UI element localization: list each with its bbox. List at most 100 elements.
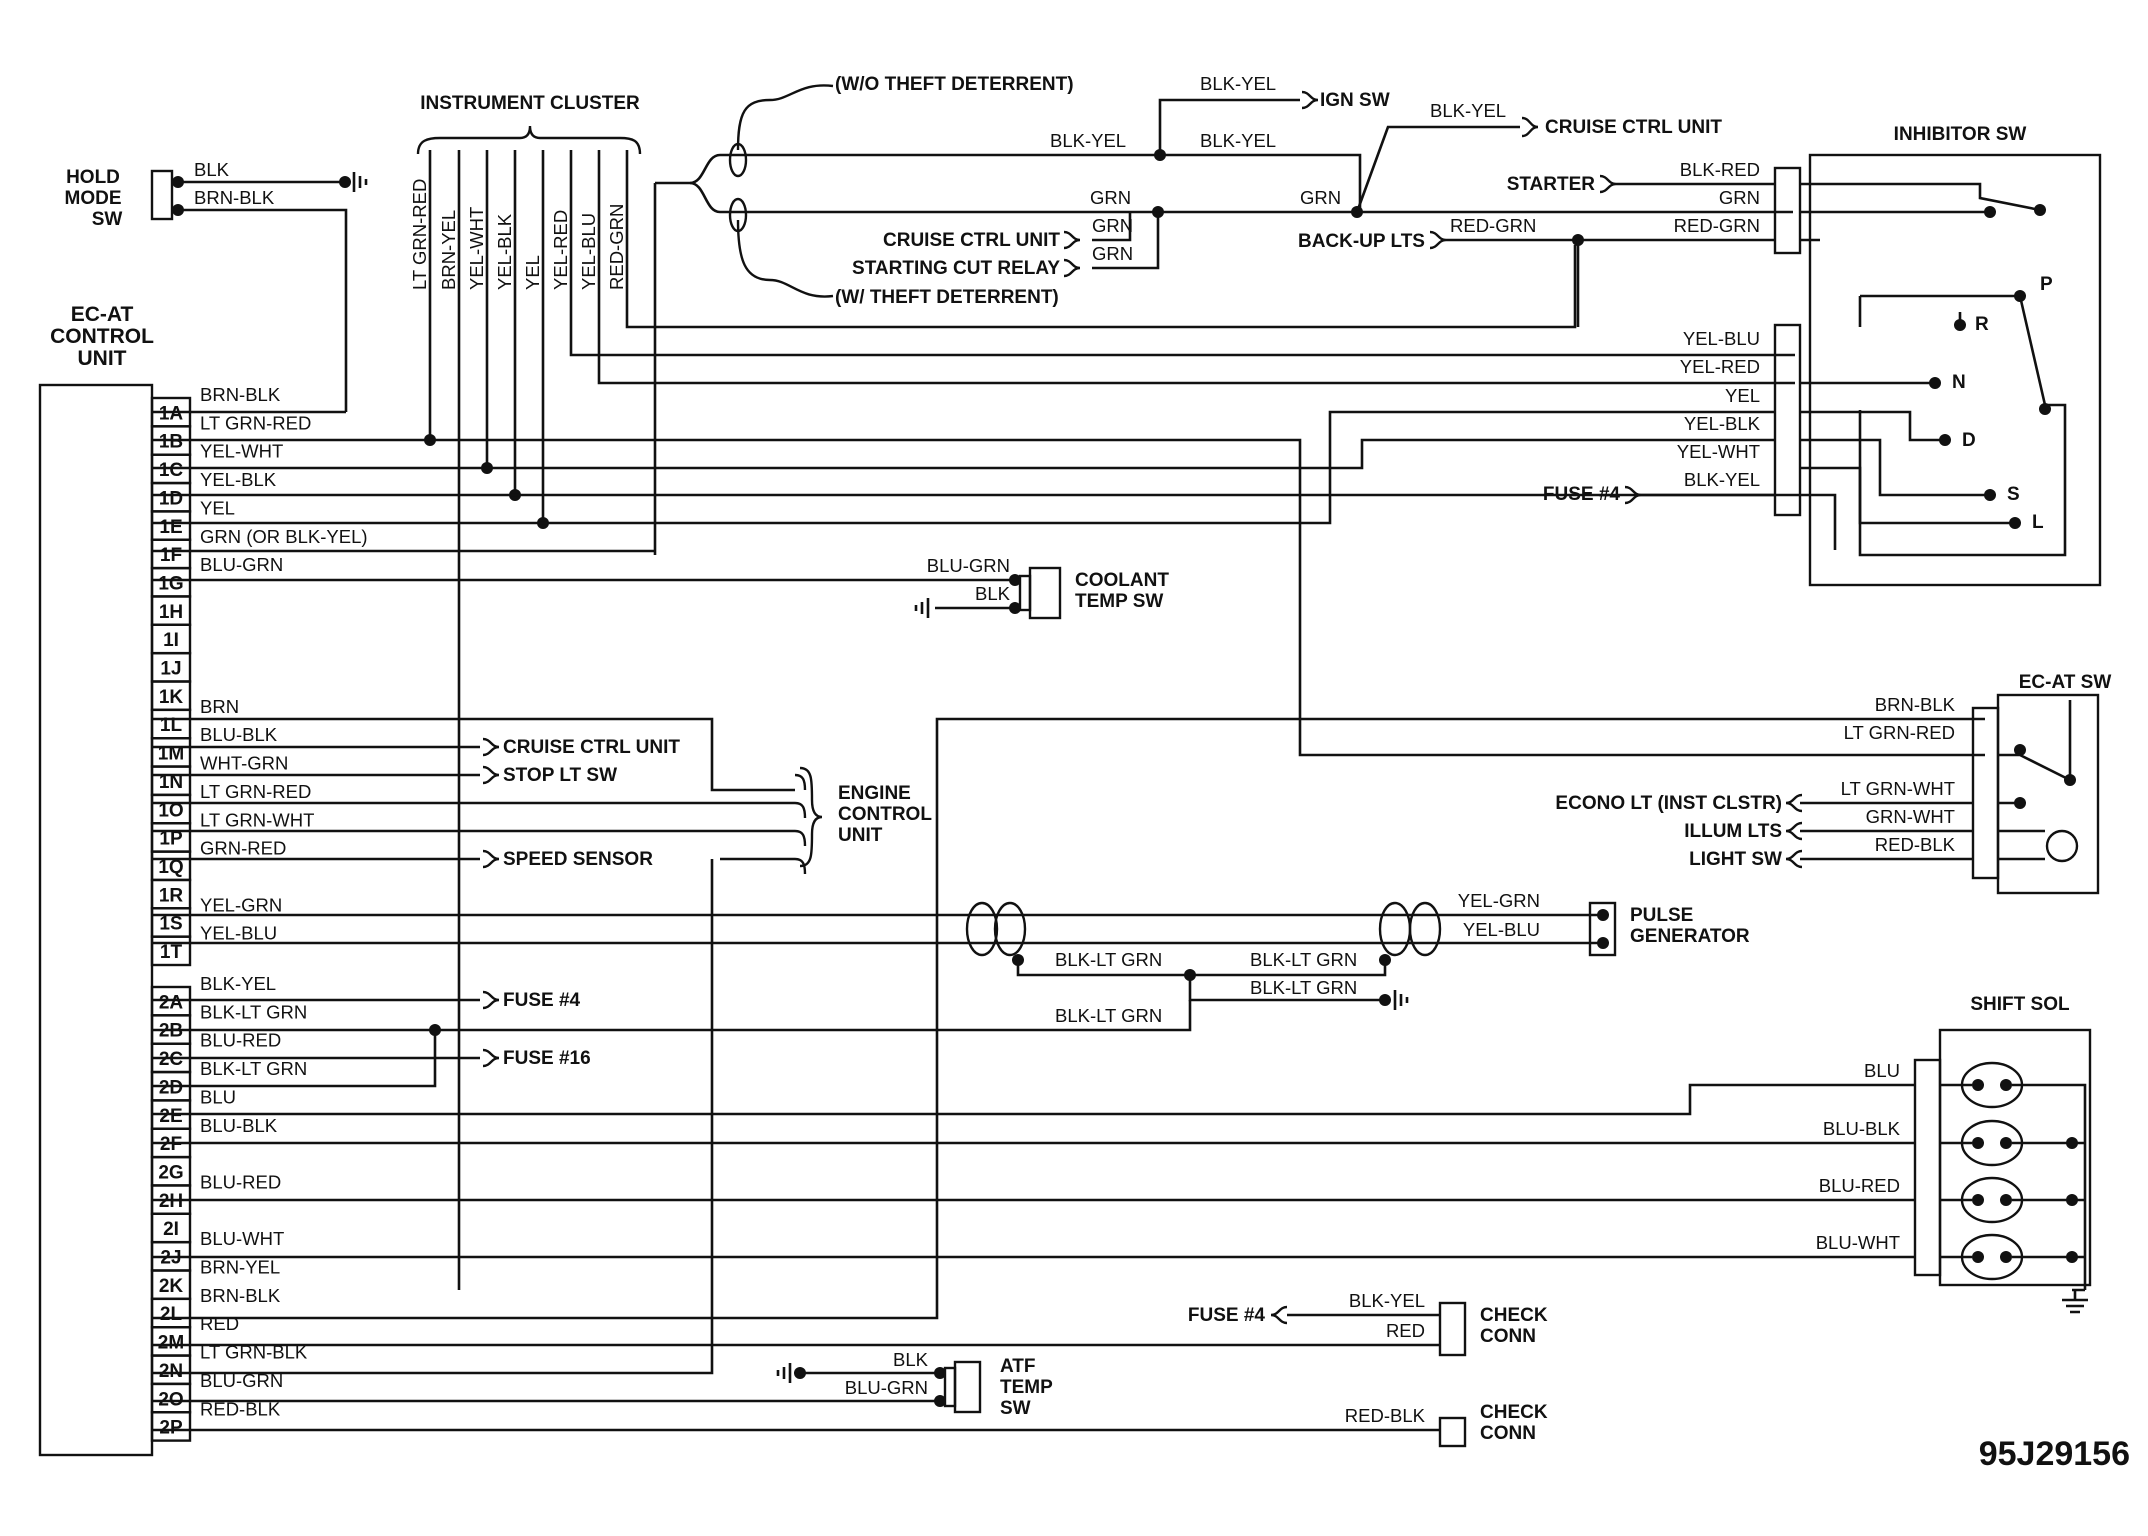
shift-position-label: P [2040, 274, 2053, 295]
check-blk-yel: BLK-YEL [1349, 1290, 1425, 1311]
starter-wire: BLK-RED [1680, 159, 1760, 180]
pg-blk-lt-grn-2: BLK-LT GRN [1250, 949, 1357, 970]
ecu-pin-label: 1K [159, 687, 184, 708]
shift-sol-label: SHIFT SOL [1970, 994, 2070, 1015]
cluster-wire-label: YEL-BLU [578, 213, 599, 290]
speed-sensor-ref: SPEED SENSOR [503, 849, 653, 870]
ecu-pin-label: 1N [159, 772, 183, 793]
ecat-lt-grn-red: LT GRN-RED [1844, 722, 1955, 743]
illum-lts-ref: ILLUM LTS [1684, 821, 1782, 842]
ecu-pin-label: 2G [158, 1162, 183, 1183]
ecu-wire-label: YEL-WHT [200, 441, 283, 462]
atf-label-3: SW [1000, 1398, 1031, 1419]
instrument-cluster-label: INSTRUMENT CLUSTER [420, 93, 640, 114]
ecu-wire-label: BLU-BLK [200, 1115, 278, 1136]
ecat-red-blk: RED-BLK [1875, 834, 1956, 855]
check-fuse4-ref: FUSE #4 [1188, 1305, 1266, 1326]
ecm-label-3: UNIT [838, 825, 883, 846]
ecu-label-1: EC-AT [71, 303, 134, 326]
ecu-pin-label: 1O [158, 800, 183, 821]
ecu-pin-label: 1G [158, 573, 183, 594]
ignition-cruise-section: (W/O THEFT DETERRENT) (W/ THEFT DETERREN… [653, 73, 1793, 555]
coolant-label-2: TEMP SW [1075, 591, 1163, 612]
ecu-pin-label: 2I [163, 1219, 179, 1240]
top-grn-label: GRN [1090, 187, 1131, 208]
ecu-wire-label: WHT-GRN [200, 753, 288, 774]
ecu-pin-label: 2F [160, 1134, 182, 1155]
pulse-gen-label-1: PULSE [1630, 905, 1693, 926]
check-red: RED [1386, 1320, 1425, 1341]
ecu-pin-label: 1H [159, 602, 183, 623]
ecu-wire-label: GRN (OR BLK-YEL) [200, 526, 368, 547]
ecu-wire-label: RED [200, 1313, 239, 1334]
cluster-wire-label: BRN-YEL [438, 210, 459, 290]
ecu-pin-box [150, 1411, 192, 1442]
shift-position-label: L [2032, 512, 2044, 533]
check-conn-2b: CONN [1480, 1423, 1536, 1444]
backup-lts-ref: BACK-UP LTS [1298, 231, 1425, 252]
inh-yel-blk: YEL-BLK [1684, 413, 1761, 434]
ecu-pin-label: 1E [159, 517, 182, 538]
ecu-wiring: BLU-GRN BLK COOLANT TEMP SW CRUISE CTRL … [152, 410, 2111, 1448]
ecu-wire-label: BRN-BLK [200, 1285, 281, 1306]
ecu-wire-label: BLU [200, 1086, 236, 1107]
ign-wire-label: BLK-YEL [1200, 73, 1276, 94]
inh-yel-red: YEL-RED [1680, 356, 1760, 377]
ecu-pin-label: 1M [158, 744, 184, 765]
ecu-pin-label: 1P [159, 829, 183, 850]
figure-id: 95J29156 [1979, 1435, 2130, 1473]
ecu-wire-label: BLK-LT GRN [200, 1001, 307, 1022]
hold-mode-label-2: MODE [65, 188, 122, 209]
pg-blk-lt-grn-3: BLK-LT GRN [1250, 977, 1357, 998]
cruise-grn-label: GRN [1092, 215, 1133, 236]
starting-cut-relay-ref: STARTING CUT RELAY [852, 258, 1060, 279]
ecu-wire-label: BLU-GRN [200, 1370, 283, 1391]
ecu-pin-label: 2M [158, 1333, 184, 1354]
sol-blu: BLU [1864, 1060, 1900, 1081]
ecu-pin-label: 1R [159, 885, 184, 906]
ecu-label-2: CONTROL [50, 325, 154, 348]
inh-yel: YEL [1725, 385, 1760, 406]
ecu-pin-label: 2K [159, 1276, 184, 1297]
shift-position-label: R [1975, 314, 1989, 335]
inh-yel-blu: YEL-BLU [1683, 328, 1760, 349]
ecu-pin-label: 1I [163, 630, 179, 651]
ecu-pin-label: 2L [160, 1304, 183, 1325]
ecu-pin-label: 1B [159, 432, 183, 453]
ecu-wire-label: BLK-YEL [200, 973, 276, 994]
econo-lt-ref: ECONO LT (INST CLSTR) [1555, 793, 1782, 814]
ecu-wire-label: YEL [200, 497, 235, 518]
pulse-gen-label-2: GENERATOR [1630, 926, 1750, 947]
ecu-wire-label: RED-BLK [200, 1398, 281, 1419]
sol-blu-wht: BLU-WHT [1816, 1232, 1900, 1253]
ecu-wire-label: BLU-GRN [200, 554, 283, 575]
hold-mode-switch: HOLD MODE SW BLK BRN-BLK [65, 159, 368, 412]
ecat-grn-wht: GRN-WHT [1866, 806, 1955, 827]
cruise-ctrl-ref-1: CRUISE CTRL UNIT [883, 230, 1060, 251]
ecu-pin-label: 1T [160, 942, 183, 963]
ecm-label-2: CONTROL [838, 804, 932, 825]
coolant-label-1: COOLANT [1075, 570, 1169, 591]
atf-blu-grn: BLU-GRN [845, 1377, 928, 1398]
ecu-body [38, 383, 154, 1457]
shift-position-label: N [1952, 372, 1966, 393]
coolant-blk: BLK [975, 583, 1011, 604]
fuse4-ref-1: FUSE #4 [503, 990, 581, 1011]
ecm-label-1: ENGINE [838, 783, 911, 804]
ecu-wire-label: YEL-GRN [200, 894, 282, 915]
check-conn-1a: CHECK [1480, 1305, 1548, 1326]
stop-lt-sw-ref: STOP LT SW [503, 765, 617, 786]
relay-grn-label: GRN [1092, 243, 1133, 264]
ecm-cruise-ref: CRUISE CTRL UNIT [503, 737, 680, 758]
fuse16-ref: FUSE #16 [503, 1048, 591, 1069]
ecu-wire-label: BLU-WHT [200, 1228, 284, 1249]
shift-position-label: S [2007, 484, 2020, 505]
cruise-ctrl-ref-2: CRUISE CTRL UNIT [1545, 117, 1722, 138]
ecu-wire-label: LT GRN-RED [200, 781, 311, 802]
ecu-pin-label: 1F [160, 545, 182, 566]
ecu-wire-label: BRN [200, 696, 239, 717]
ecu-wire-label: BLU-RED [200, 1171, 281, 1192]
backup-red-grn-1: RED-GRN [1450, 215, 1536, 236]
ecu-wire-label: LT GRN-RED [200, 412, 311, 433]
